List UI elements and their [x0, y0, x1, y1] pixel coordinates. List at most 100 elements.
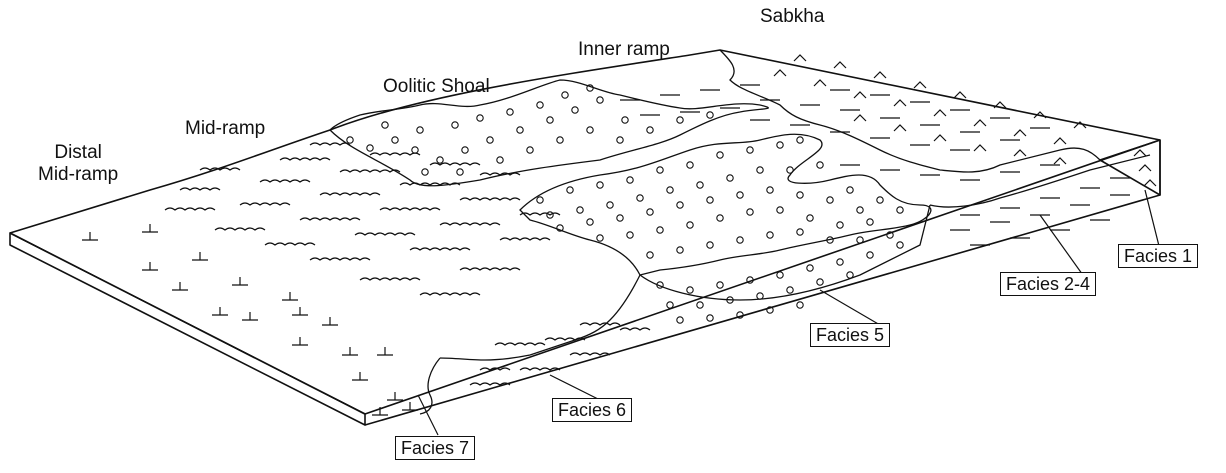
mudstone-tee — [142, 262, 158, 270]
ooid — [667, 302, 673, 308]
ooid — [757, 293, 763, 299]
caret — [934, 110, 946, 116]
facies-label-5: Facies 5 — [810, 323, 890, 347]
shoal-outline — [330, 50, 1150, 414]
ooid — [747, 209, 753, 215]
ooid — [627, 177, 633, 183]
ooid — [547, 117, 553, 123]
ooid — [622, 117, 628, 123]
leader-facies-5 — [820, 290, 880, 325]
ooid — [787, 287, 793, 293]
sabkha-boundary — [720, 50, 1100, 172]
ooid — [577, 207, 583, 213]
wavy-line — [410, 248, 470, 250]
ooid — [727, 175, 733, 181]
ooid — [737, 237, 743, 243]
leader-facies-7 — [418, 395, 438, 435]
caret — [774, 70, 786, 76]
caret — [974, 145, 986, 151]
ooid — [897, 242, 903, 248]
ooid — [787, 167, 793, 173]
wavy-line — [520, 213, 560, 215]
ooid — [412, 147, 418, 153]
ooid — [697, 302, 703, 308]
wavy-line — [400, 183, 460, 185]
ooid — [657, 167, 663, 173]
wavy-line — [480, 173, 520, 175]
mudstone-tee — [322, 317, 338, 325]
ooid — [697, 182, 703, 188]
ooid — [737, 192, 743, 198]
ooid — [627, 232, 633, 238]
ooid — [597, 182, 603, 188]
wavy-line — [570, 353, 610, 355]
ooid — [707, 315, 713, 321]
mudstone-tee — [212, 307, 228, 315]
zone-label-inner-ramp: Inner ramp — [578, 39, 670, 61]
caret — [1014, 130, 1026, 136]
right-face — [1100, 140, 1160, 195]
ooid — [527, 147, 533, 153]
ooid — [677, 247, 683, 253]
ooid — [617, 215, 623, 221]
block-outline — [10, 50, 1160, 425]
mudstone-tee — [387, 392, 403, 400]
wavy-line — [355, 233, 415, 235]
ooid — [767, 187, 773, 193]
wavy-line — [440, 223, 500, 225]
caret — [1014, 150, 1026, 156]
wavy-line — [215, 228, 265, 230]
ooid — [777, 142, 783, 148]
caret — [1134, 150, 1146, 156]
ooid — [597, 235, 603, 241]
ooid — [487, 137, 493, 143]
caret — [834, 62, 846, 68]
ooid — [717, 215, 723, 221]
wavy-line — [430, 163, 480, 165]
ooid — [457, 169, 463, 175]
caret — [894, 100, 906, 106]
ooid — [677, 117, 683, 123]
ooid — [777, 272, 783, 278]
sabkha-caret-symbols — [774, 55, 1156, 186]
ooid — [587, 127, 593, 133]
mudstone-tee — [282, 292, 298, 300]
facies-label-1: Facies 1 — [1118, 244, 1198, 268]
wavy-line — [380, 208, 440, 210]
ooid — [807, 215, 813, 221]
caret — [854, 92, 866, 98]
caret — [914, 82, 926, 88]
ooid — [572, 107, 578, 113]
ooid — [657, 227, 663, 233]
caret — [1054, 158, 1066, 164]
ooid — [767, 232, 773, 238]
wavy-line — [340, 170, 400, 172]
ooid — [677, 202, 683, 208]
caret — [854, 115, 866, 121]
ooid — [707, 112, 713, 118]
wavy-line — [420, 293, 480, 295]
mudstone-tee — [342, 347, 358, 355]
ooid — [647, 209, 653, 215]
ooid — [807, 265, 813, 271]
ooid — [797, 302, 803, 308]
wavy-line — [495, 343, 545, 345]
wavy-line — [500, 238, 550, 240]
ooid — [847, 272, 853, 278]
ooid — [497, 157, 503, 163]
left-edge — [10, 233, 365, 425]
ooid — [587, 219, 593, 225]
mudstone-tee — [292, 337, 308, 345]
ooid — [717, 152, 723, 158]
ooid — [867, 252, 873, 258]
caret — [1054, 138, 1066, 144]
wavy-line — [260, 180, 310, 182]
caret — [1139, 165, 1151, 171]
ooid — [557, 137, 563, 143]
ooid — [637, 195, 643, 201]
zone-label-oolitic-shoal: Oolitic Shoal — [383, 76, 490, 98]
ooid — [797, 137, 803, 143]
ooid — [507, 109, 513, 115]
ooid — [647, 127, 653, 133]
